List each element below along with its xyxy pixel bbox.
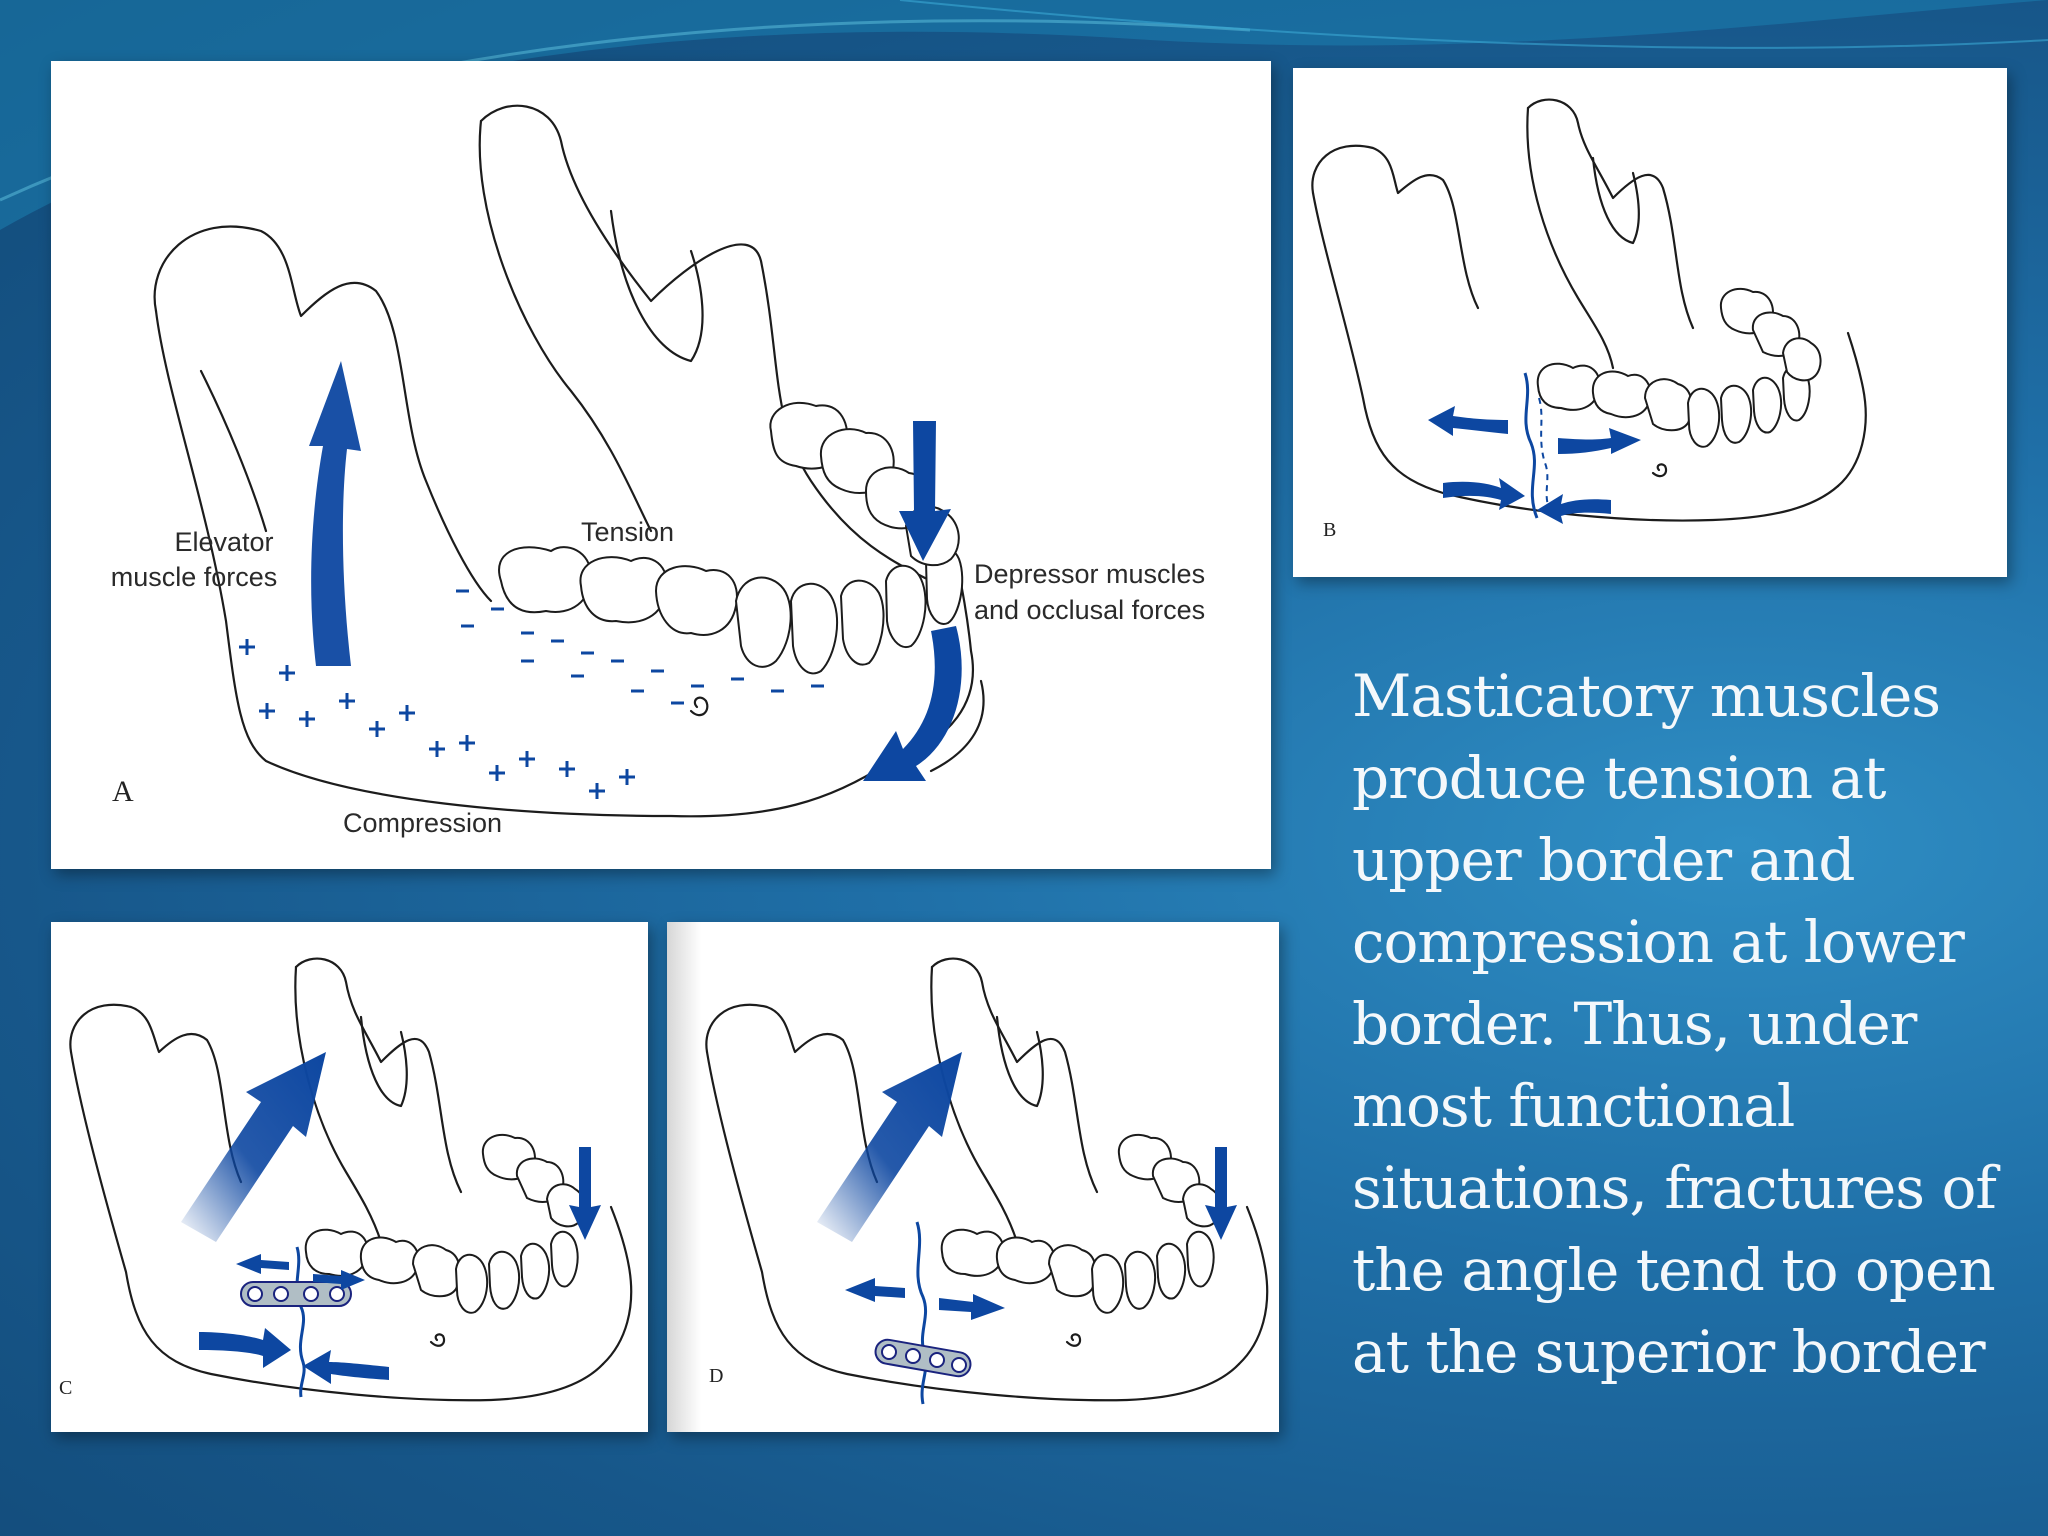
elevator-arrow — [309, 361, 361, 666]
gap-arrow-left — [845, 1278, 905, 1302]
figure-panel-a: Elevator muscle forces Tension Depressor… — [51, 61, 1271, 869]
compression-signs — [239, 639, 635, 799]
small-arrow-left — [236, 1254, 289, 1274]
fracture-line — [295, 1246, 306, 1398]
fixation-plate — [240, 1281, 352, 1307]
compress-arrow-left — [1443, 478, 1525, 510]
compress-arrow-right — [303, 1350, 389, 1384]
lower-teeth — [498, 544, 964, 675]
gap-arrow-right — [939, 1294, 1005, 1320]
depressor-arrow-down — [569, 1147, 601, 1240]
mandible-diagram-c: C — [59, 957, 633, 1402]
depressor-arrow-down — [899, 421, 951, 561]
panel-letter-c: C — [59, 1377, 72, 1399]
label-depressor-line2: and occlusal forces — [974, 595, 1205, 625]
elevator-arrow — [181, 1052, 326, 1242]
fracture-line — [1523, 372, 1539, 519]
fracture-line — [915, 1221, 928, 1405]
compress-arrow-right — [1537, 494, 1611, 524]
figure-panel-c: C — [51, 922, 648, 1432]
gap-arrow-left — [1428, 406, 1508, 436]
tension-signs — [456, 589, 824, 705]
label-depressor-line1: Depressor muscles — [974, 559, 1205, 589]
mandible-diagram-d: D — [705, 957, 1269, 1405]
label-elevator-line1: Elevator — [174, 527, 273, 557]
panel-letter-a: A — [112, 775, 134, 808]
lower-teeth — [940, 1133, 1222, 1314]
label-elevator-line2: muscle forces — [111, 562, 278, 592]
compress-arrow-left — [199, 1328, 291, 1368]
lower-teeth — [1536, 287, 1822, 448]
panel-letter-b: B — [1323, 519, 1336, 541]
small-arrow-right — [313, 1270, 365, 1290]
mandible-diagram-b: B — [1311, 98, 1867, 541]
occlusal-curve-arrow — [863, 626, 962, 781]
label-compression: Compression — [343, 808, 502, 838]
gap-arrow-right — [1558, 428, 1641, 454]
figure-panel-d: D — [667, 922, 1279, 1432]
figure-panel-b: B — [1293, 68, 2007, 577]
panel-letter-d: D — [709, 1365, 723, 1387]
elevator-arrow — [817, 1052, 962, 1242]
mandible-diagram-a: Elevator muscle forces Tension Depressor… — [111, 104, 1205, 838]
fixation-plate — [874, 1338, 972, 1378]
depressor-arrow-down — [1205, 1147, 1237, 1240]
label-tension: Tension — [581, 517, 674, 547]
slide-caption: Masticatory muscles produce tension at u… — [1352, 662, 1997, 1386]
